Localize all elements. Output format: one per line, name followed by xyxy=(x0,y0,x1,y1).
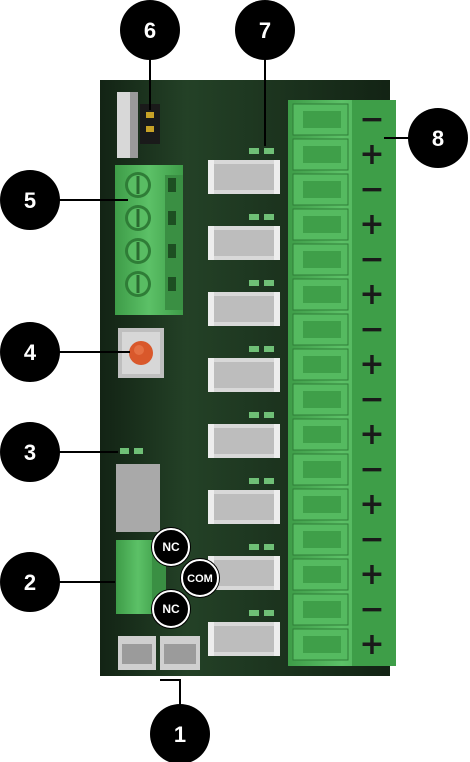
svg-text:+: + xyxy=(359,277,384,312)
output-terminal-3: − xyxy=(292,172,385,207)
svg-text:+: + xyxy=(359,417,384,452)
channel-2 xyxy=(208,214,280,260)
channel-5 xyxy=(208,412,280,458)
callout-4: 4 xyxy=(0,322,60,382)
svg-text:6: 6 xyxy=(144,18,156,43)
output-terminal-9: − xyxy=(292,382,385,417)
svg-text:4: 4 xyxy=(24,340,37,365)
output-terminal-13: − xyxy=(292,522,385,557)
output-terminal-12: + xyxy=(292,487,385,522)
callout-1: 1 xyxy=(150,704,210,762)
svg-text:−: − xyxy=(359,592,384,627)
svg-text:5: 5 xyxy=(24,188,36,213)
callout-3: 3 xyxy=(0,422,60,482)
output-terminal-8: + xyxy=(292,347,385,382)
output-terminal-6: + xyxy=(292,277,385,312)
svg-text:+: + xyxy=(359,137,384,172)
channel-3 xyxy=(208,280,280,326)
input-terminal-block xyxy=(115,165,183,315)
svg-text:NC: NC xyxy=(162,602,180,616)
output-terminal-7: − xyxy=(292,312,385,347)
output-terminal-4: + xyxy=(292,207,385,242)
svg-text:+: + xyxy=(359,557,384,592)
callout-8: 8 xyxy=(408,108,468,168)
screw-2 xyxy=(125,205,176,231)
svg-text:+: + xyxy=(359,207,384,242)
relay-label-com: COM xyxy=(180,558,220,598)
channel-1 xyxy=(208,148,280,194)
svg-text:2: 2 xyxy=(24,570,36,595)
svg-text:−: − xyxy=(359,102,384,137)
relay-label-nc-bottom: NC xyxy=(151,589,191,629)
svg-text:8: 8 xyxy=(432,126,444,151)
output-terminal-1: − xyxy=(292,102,385,137)
output-terminal-5: − xyxy=(292,242,385,277)
output-terminal-15: − xyxy=(292,592,385,627)
channel-8 xyxy=(208,610,280,656)
svg-text:−: − xyxy=(359,522,384,557)
svg-text:−: − xyxy=(359,242,384,277)
svg-text:3: 3 xyxy=(24,440,36,465)
svg-text:−: − xyxy=(359,452,384,487)
grey-module xyxy=(116,464,160,532)
svg-text:+: + xyxy=(359,347,384,382)
jumper-header xyxy=(117,92,160,158)
output-terminal-10: + xyxy=(292,417,385,452)
svg-text:7: 7 xyxy=(259,18,271,43)
callout-6: 6 xyxy=(120,0,180,60)
svg-text:COM: COM xyxy=(187,573,213,585)
output-terminal-14: + xyxy=(292,557,385,592)
screw-3 xyxy=(125,238,176,264)
callout-5: 5 xyxy=(0,170,60,230)
svg-text:−: − xyxy=(359,382,384,417)
screw-4 xyxy=(125,271,176,297)
bottom-connectors xyxy=(118,636,200,670)
callout-2: 2 xyxy=(0,552,60,612)
svg-text:+: + xyxy=(359,487,384,522)
led-3 xyxy=(120,448,143,454)
svg-text:−: − xyxy=(359,312,384,347)
channel-4 xyxy=(208,346,280,392)
svg-text:−: − xyxy=(359,172,384,207)
channel-6 xyxy=(208,478,280,524)
channel-modules xyxy=(208,148,280,656)
svg-text:+: + xyxy=(359,627,384,662)
output-terminal-11: − xyxy=(292,452,385,487)
output-terminal-16: + xyxy=(292,627,385,662)
callout-7: 7 xyxy=(235,0,295,60)
svg-text:NC: NC xyxy=(162,540,180,554)
screw-1 xyxy=(125,172,176,198)
output-terminal-strip: −+−+−+−+−+−+−+−+ xyxy=(288,100,396,666)
relay-label-nc-top: NC xyxy=(151,527,191,567)
svg-text:1: 1 xyxy=(174,722,186,747)
output-terminal-2: + xyxy=(292,137,385,172)
